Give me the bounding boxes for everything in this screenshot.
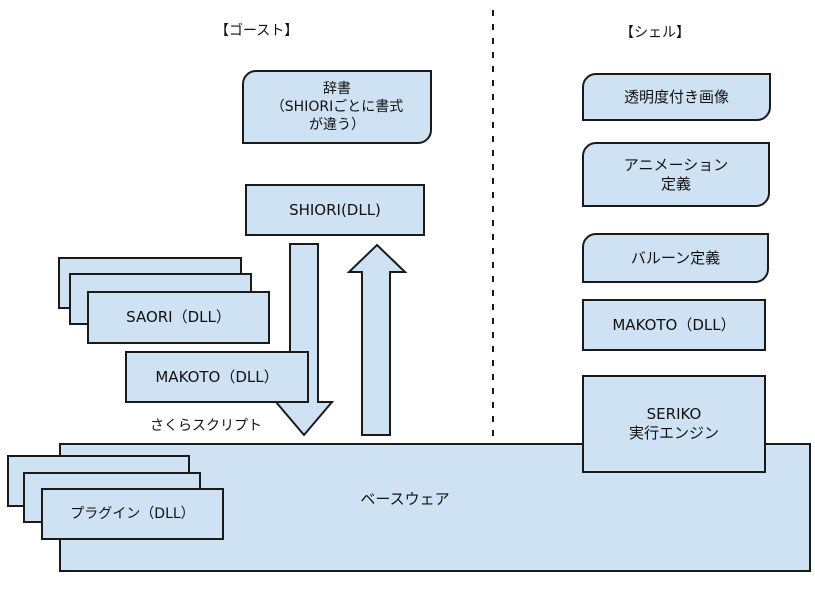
sakura-script-label: さくらスクリプト bbox=[150, 418, 262, 434]
baseware-label: ベースウェア bbox=[360, 490, 450, 508]
dictionary-box: 辞書 （SHIORIごとに書式 が違う） bbox=[242, 70, 432, 144]
up-arrow-icon bbox=[346, 243, 408, 436]
makoto-shell-box: MAKOTO（DLL） bbox=[582, 299, 766, 351]
animation-definition-box: アニメーション 定義 bbox=[582, 142, 770, 207]
shiori-box: SHIORI(DLL) bbox=[245, 184, 425, 236]
down-arrow-icon bbox=[273, 243, 335, 437]
saori-box: SAORI（DLL） bbox=[87, 291, 270, 344]
ghost-heading: 【ゴースト】 bbox=[215, 23, 299, 39]
seriko-engine-box: SERIKO 実行エンジン bbox=[582, 375, 766, 473]
makoto-ghost-box: MAKOTO（DLL） bbox=[125, 351, 309, 403]
transparent-image-box: 透明度付き画像 bbox=[582, 73, 771, 121]
shell-heading: 【シェル】 bbox=[620, 25, 690, 41]
plugin-box: プラグイン（DLL） bbox=[41, 488, 224, 540]
balloon-definition-box: バルーン定義 bbox=[582, 233, 769, 283]
